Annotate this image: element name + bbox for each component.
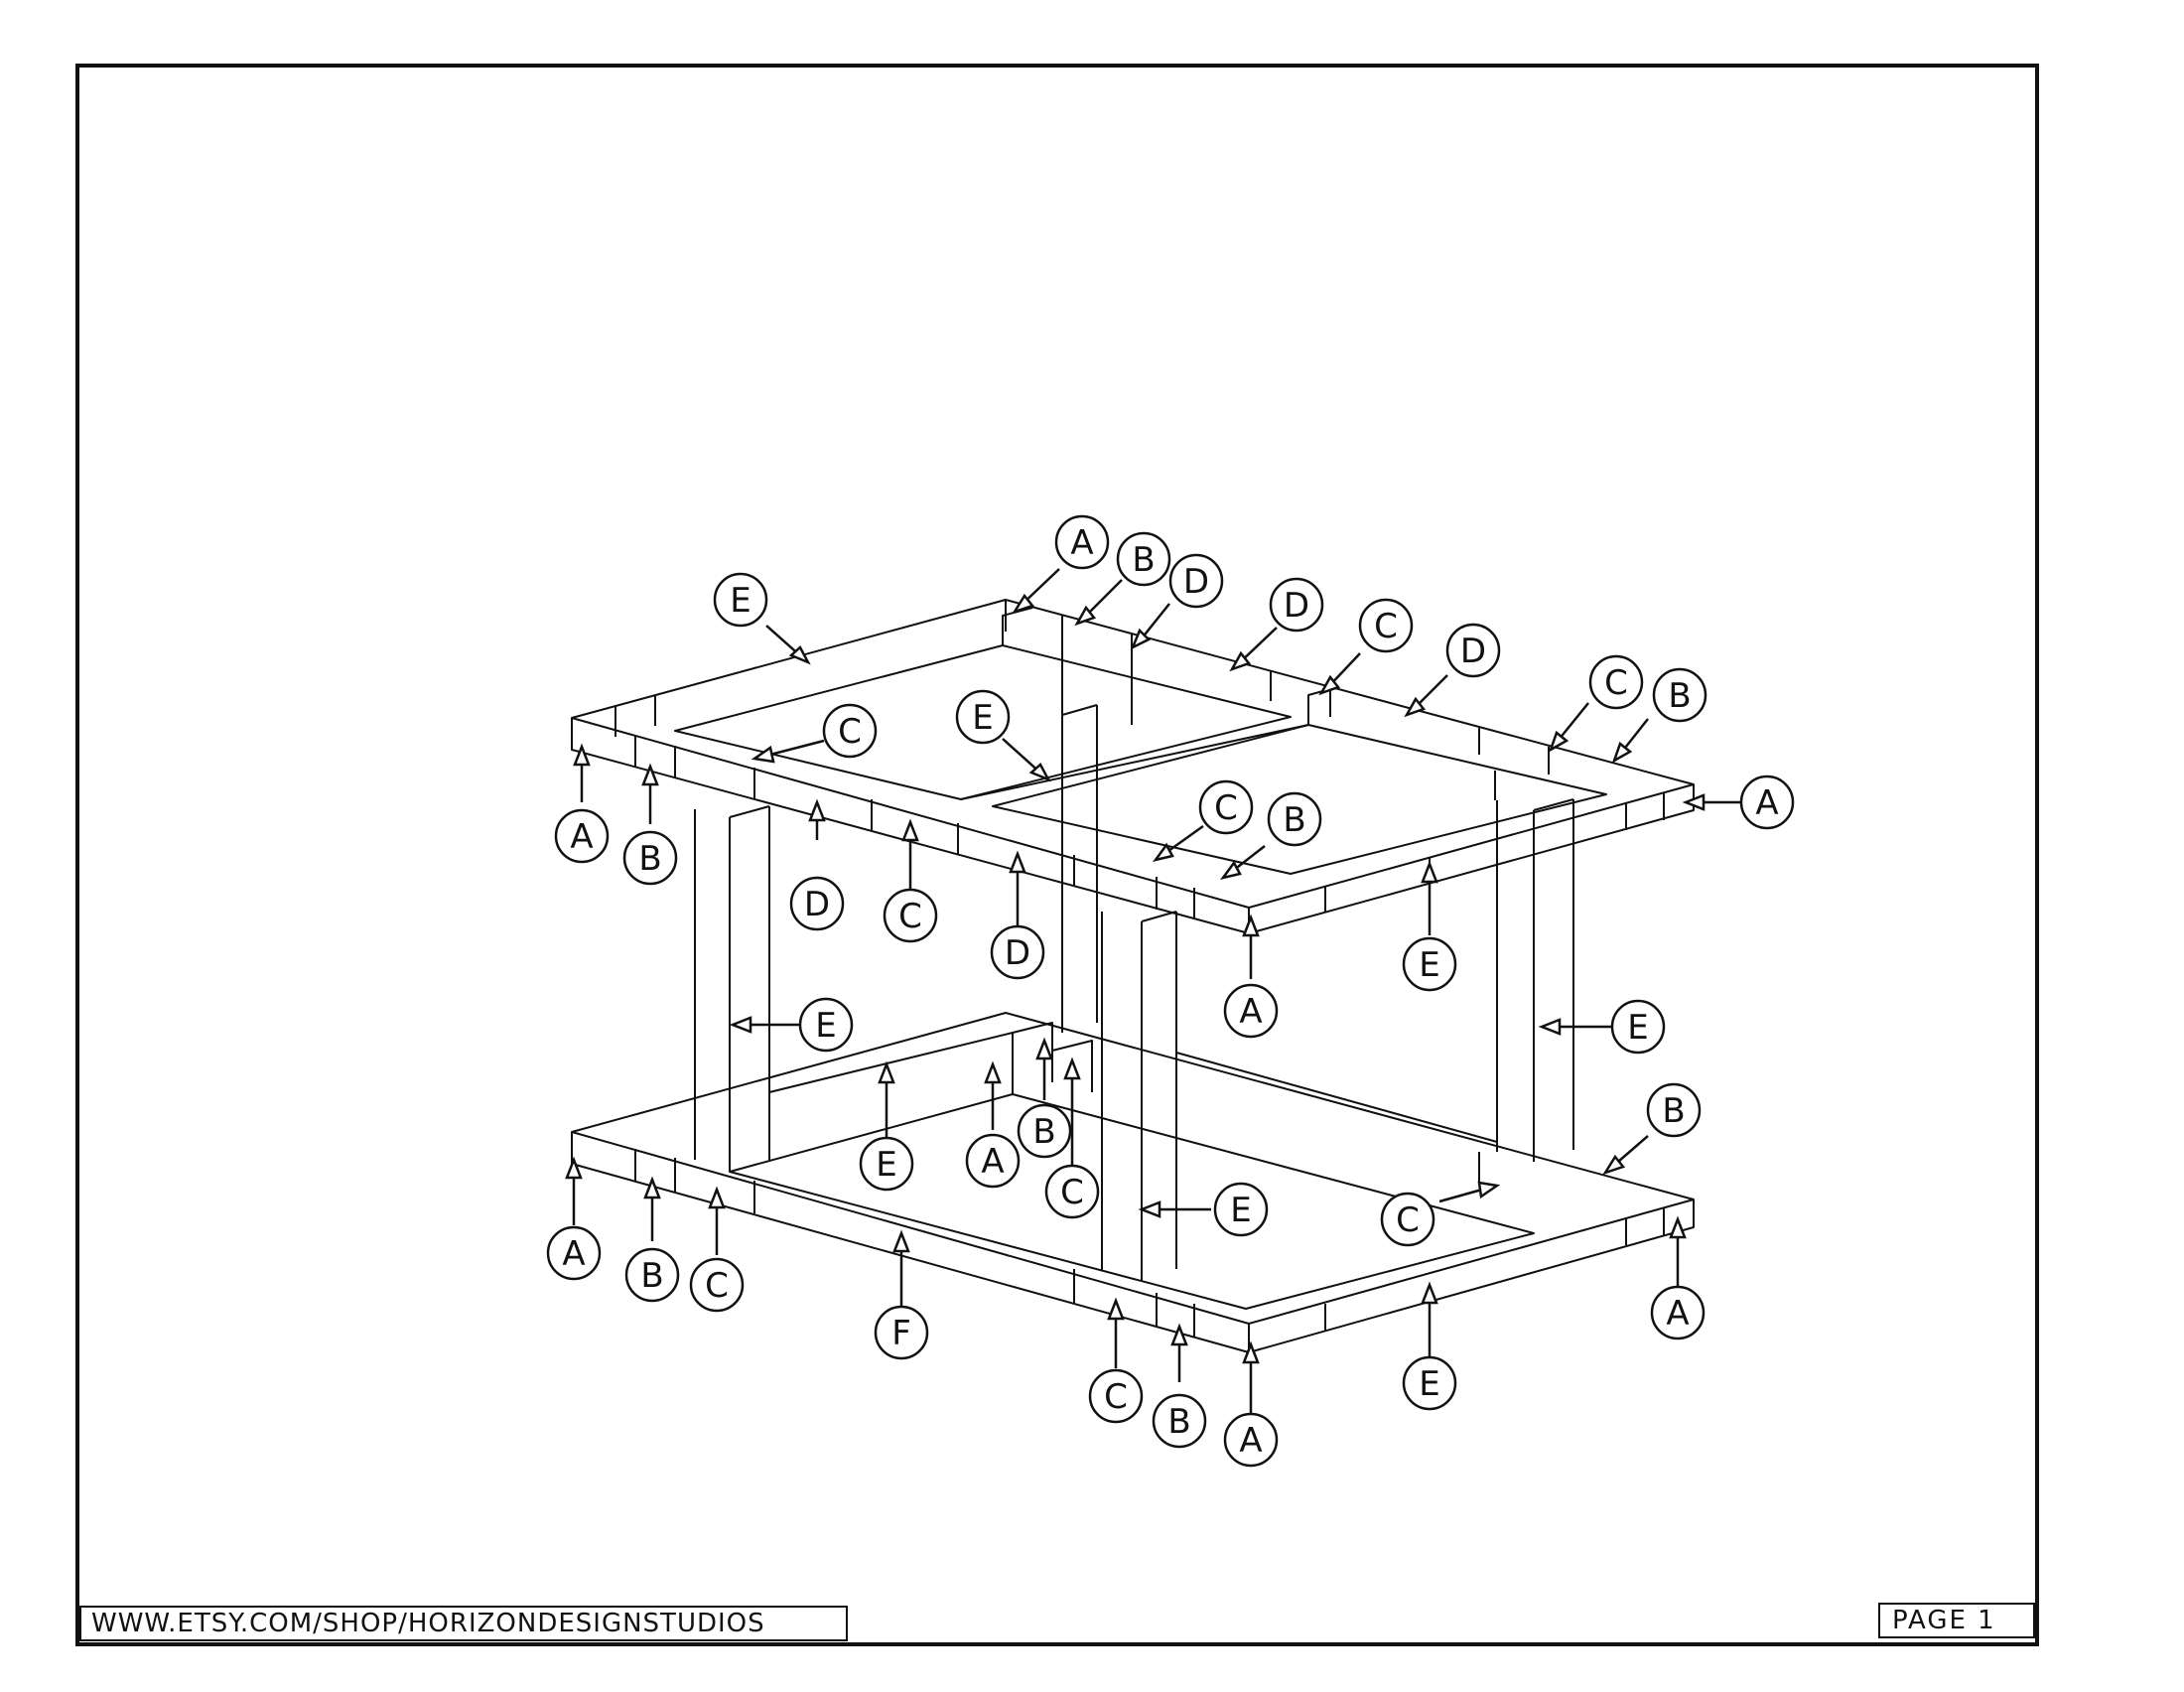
callout-bot-front-e: E (1419, 1364, 1439, 1404)
leg-back-left (1061, 705, 1098, 1033)
top-frame-inner-left-opening (674, 644, 1292, 800)
leg-front-left (694, 805, 770, 1172)
leg-back-right (1496, 798, 1574, 1162)
callout-bot-mid-e: E (1230, 1191, 1251, 1230)
callout-top-left-b: B (638, 839, 661, 879)
callout-top-center-e: E (972, 698, 993, 738)
bottom-frame-inner-opening (729, 1093, 1535, 1310)
sheet-border (75, 64, 2039, 1646)
callout-bot-inner-e: E (876, 1145, 896, 1185)
leg-front-right (1101, 911, 1177, 1281)
callout-bot-inner-a: A (981, 1142, 1004, 1182)
top-frame-inner-right-opening (992, 724, 1607, 875)
callout-bot-left-b: B (640, 1256, 663, 1296)
callout-top-front-a: A (1239, 992, 1262, 1032)
callout-leaders (565, 568, 1742, 1414)
callout-top-back-8: B (1668, 676, 1691, 716)
callout-top-mid-b: B (1283, 800, 1305, 840)
callout-top-back-2: B (1132, 540, 1155, 580)
callout-top-front-d1: D (804, 885, 830, 924)
callout-top-right-end: A (1755, 783, 1778, 823)
callout-bot-left-c: C (705, 1266, 729, 1306)
callout-top-inner-c: C (838, 712, 862, 752)
callout-bot-front-f: F (891, 1314, 911, 1353)
callout-top-mid-c: C (1214, 788, 1238, 828)
callout-bot-front-a: A (1239, 1421, 1262, 1461)
callout-bubbles (546, 514, 1795, 1468)
callout-top-back-5: C (1374, 607, 1398, 646)
callout-top-front-e: E (1419, 945, 1439, 985)
callout-text: A B D D C D C B A E C E C B A B D C D A … (562, 523, 1778, 1461)
callout-top-back-6: D (1460, 632, 1486, 671)
callout-bot-right-a: A (1666, 1294, 1689, 1334)
callout-bot-inner-c2: C (1396, 1200, 1420, 1240)
callout-bot-right-b: B (1662, 1091, 1685, 1131)
callout-top-back-1: A (1070, 523, 1093, 563)
callout-top-left-a: A (570, 817, 593, 857)
callout-bot-left-a: A (562, 1234, 585, 1274)
shop-url-label: WWW.ETSY.COM/SHOP/HORIZONDESIGNSTUDIOS (79, 1606, 848, 1641)
callout-bot-inner-b: B (1032, 1112, 1055, 1152)
callout-top-back-7: C (1604, 663, 1628, 703)
page-number-label: PAGE 1 (1878, 1603, 2035, 1638)
callout-bot-front-c: C (1104, 1377, 1128, 1417)
callout-top-front-d2: D (1005, 933, 1030, 973)
callout-top-left-side: E (730, 581, 751, 621)
frame-structure (571, 599, 1695, 1353)
callout-bot-inner-c: C (1060, 1173, 1084, 1212)
callout-bot-front-b: B (1167, 1402, 1190, 1442)
callout-top-back-4: D (1284, 586, 1309, 626)
callout-leg-left-e: E (815, 1006, 836, 1046)
callout-top-back-3: D (1183, 562, 1209, 602)
callout-leg-right-e: E (1627, 1008, 1648, 1048)
callout-top-front-c: C (898, 897, 922, 936)
